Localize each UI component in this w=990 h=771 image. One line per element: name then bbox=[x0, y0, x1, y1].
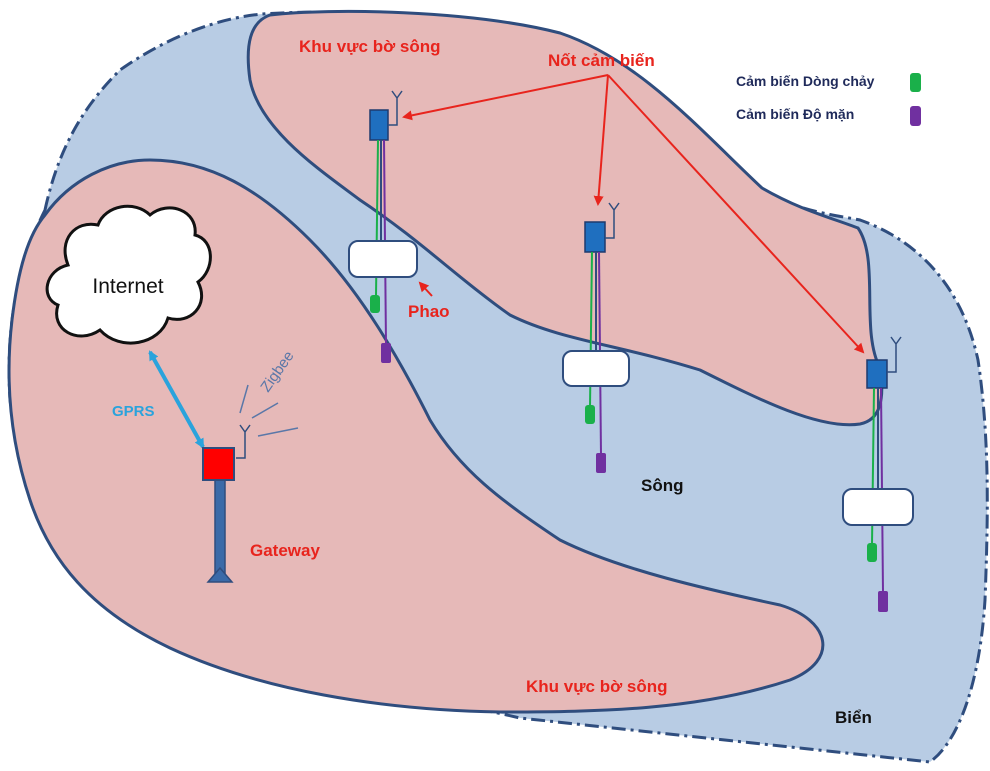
river-label: Sông bbox=[641, 476, 684, 495]
sensor-node-arrows bbox=[402, 74, 865, 354]
salinity-sensor-3 bbox=[878, 591, 888, 612]
legend-flow-swatch bbox=[910, 73, 921, 92]
buoy-label: Phao bbox=[408, 302, 450, 321]
node-3-box bbox=[866, 359, 888, 389]
flow-sensor-1 bbox=[370, 295, 380, 313]
node-3-antenna-icon bbox=[887, 336, 902, 373]
buoy-1 bbox=[348, 240, 418, 278]
sensor-nodes-label: Nốt cảm biến bbox=[548, 51, 655, 70]
flow-sensor-3 bbox=[867, 543, 877, 562]
legend: Cảm biến Dòng chảy Cảm biến Độ mặn bbox=[736, 73, 921, 126]
gateway-node bbox=[202, 424, 251, 583]
node-2-antenna-icon bbox=[605, 202, 620, 239]
legend-salinity-swatch bbox=[910, 106, 921, 126]
lower-bank-label: Khu vực bờ sông bbox=[526, 677, 668, 696]
sea-label: Biển bbox=[835, 708, 872, 727]
gateway-base bbox=[206, 566, 234, 583]
gateway-box bbox=[202, 447, 235, 481]
node-1-antenna-icon bbox=[388, 90, 403, 126]
gateway-pole bbox=[214, 479, 226, 581]
buoy-arrow bbox=[418, 281, 433, 297]
gateway-label: Gateway bbox=[250, 541, 320, 560]
internet-cloud bbox=[45, 204, 212, 345]
flow-sensor-2 bbox=[585, 405, 595, 424]
gprs-link bbox=[148, 350, 205, 449]
gateway-antenna-icon bbox=[236, 424, 251, 459]
legend-flow-label: Cảm biến Dòng chảy bbox=[736, 73, 875, 89]
buoy-3 bbox=[842, 488, 914, 526]
sensor-node-3 bbox=[842, 336, 914, 612]
legend-salinity-label: Cảm biến Độ mặn bbox=[736, 106, 854, 122]
gprs-label: GPRS bbox=[112, 403, 155, 420]
upper-bank-label: Khu vực bờ sông bbox=[299, 37, 441, 56]
sensor-node-1 bbox=[348, 90, 418, 363]
sensor-node-2 bbox=[562, 202, 630, 473]
node-2-box bbox=[584, 221, 606, 253]
salinity-sensor-1 bbox=[381, 343, 391, 363]
node-1-box bbox=[369, 109, 389, 141]
buoy-2 bbox=[562, 350, 630, 387]
lower-bank-region bbox=[7, 158, 825, 714]
internet-label: Internet bbox=[92, 275, 163, 298]
zigbee-signal-icon bbox=[239, 384, 299, 437]
salinity-sensor-2 bbox=[596, 453, 606, 473]
